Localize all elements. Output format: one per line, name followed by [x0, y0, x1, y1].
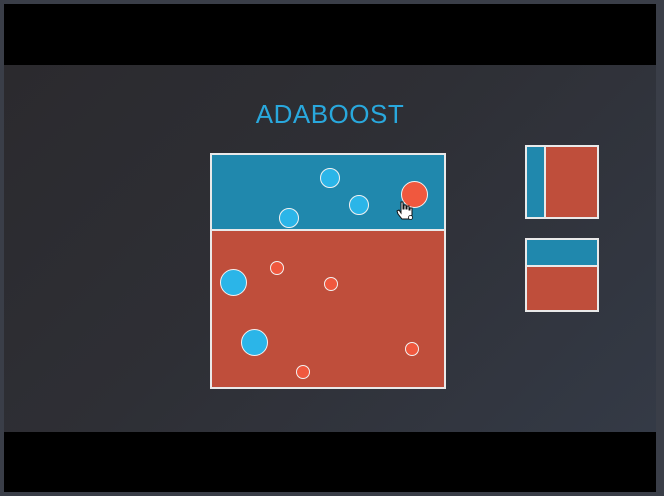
- slide-title: ADABOOST: [255, 99, 405, 129]
- weak-learner-thumbnail-vertical: [525, 145, 599, 219]
- thumbnail-blue-strip: [527, 147, 546, 217]
- data-point-blue: [349, 195, 369, 215]
- video-screen[interactable]: ADABOOST: [4, 4, 656, 492]
- thumbnail-blue-strip: [527, 240, 597, 267]
- data-point-blue: [241, 329, 268, 356]
- weak-learner-thumbnail-horizontal: [525, 238, 599, 312]
- classifier-plot: [210, 153, 446, 389]
- data-point-red: [405, 342, 419, 356]
- red-region: [212, 229, 444, 387]
- data-point-blue: [320, 168, 340, 188]
- letterbox-bottom: [4, 432, 656, 492]
- letterbox-top: [4, 4, 656, 65]
- hand-pointer-icon: [396, 201, 413, 220]
- data-point-red-large: [401, 181, 428, 208]
- data-point-red: [324, 277, 338, 291]
- slide: ADABOOST: [4, 65, 656, 432]
- data-point-red: [270, 261, 284, 275]
- data-point-red: [296, 365, 310, 379]
- data-point-blue: [279, 208, 299, 228]
- data-point-blue: [220, 269, 247, 296]
